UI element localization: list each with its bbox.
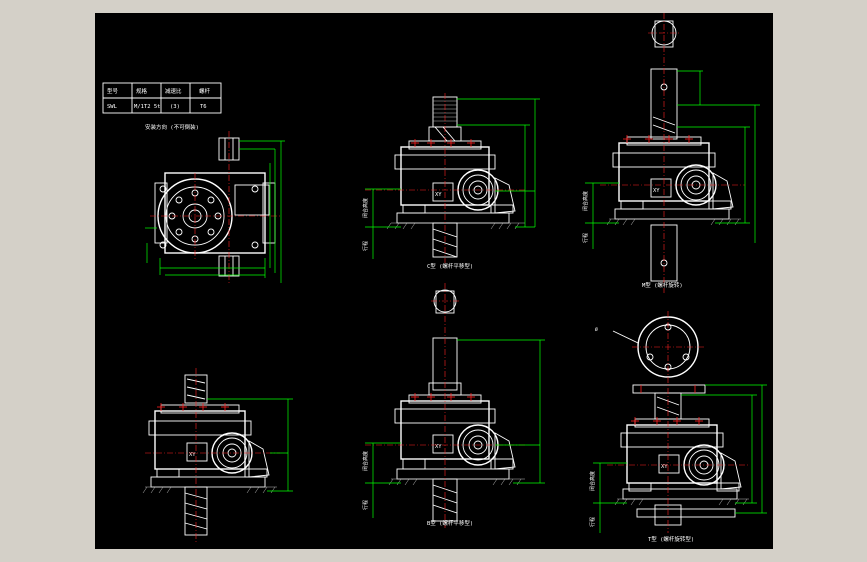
- table-header-3: 减速比: [165, 87, 182, 95]
- label-view-t-type: T型 (螺杆旋转型): [648, 535, 694, 543]
- view-t-type: Ø XY: [589, 311, 767, 533]
- view-c-type: XY: [362, 93, 540, 263]
- table-cell-2: M/1T2 5t: [134, 104, 161, 110]
- table-header-1: 型号: [107, 87, 119, 95]
- spec-table: 型号 规格 减速比 螺杆 SWL M/1T2 5t (3) T6: [102, 82, 222, 114]
- table-cell-3: (3): [170, 104, 180, 110]
- view-b-type: XY 闭合高度 行程: [362, 283, 545, 528]
- t-type-closed-height: 闭合高度: [589, 471, 596, 491]
- c-type-stroke: 行程: [362, 241, 369, 251]
- svg-text:XY: XY: [653, 188, 660, 194]
- t-type-stroke: 行程: [589, 517, 596, 527]
- svg-text:XY: XY: [661, 464, 668, 470]
- table-cell-4: T6: [200, 104, 207, 110]
- cad-drawing: 型号 规格 减速比 螺杆 SWL M/1T2 5t (3) T6 安装方向 (不…: [102, 13, 767, 543]
- svg-text:XY: XY: [435, 192, 442, 198]
- svg-text:XY: XY: [435, 444, 442, 450]
- view-side-screw: XY: [142, 368, 293, 543]
- label-view-m-type: M型 (螺杆旋转): [642, 281, 683, 289]
- drawing-sheet: 型号 规格 减速比 螺杆 SWL M/1T2 5t (3) T6 安装方向 (不…: [95, 13, 773, 549]
- svg-text:Ø: Ø: [595, 326, 598, 333]
- table-header-2: 规格: [136, 87, 148, 95]
- svg-text:XY: XY: [189, 452, 196, 458]
- label-view-b-type: B型 (螺杆平移型): [427, 519, 473, 527]
- c-type-closed-height: 闭合高度: [362, 198, 369, 218]
- b-type-closed-height: 闭合高度: [362, 451, 369, 471]
- label-view-c-type: C型 (螺杆平移型): [427, 262, 473, 270]
- table-header-4: 螺杆: [199, 87, 211, 95]
- view-front-flange: [145, 131, 285, 283]
- install-direction-label: 安装方向 (不可倒装): [145, 123, 199, 131]
- m-type-stroke: 行程: [582, 233, 589, 243]
- m-type-closed-height: 闭合高度: [582, 191, 589, 211]
- view-m-type: XY: [582, 13, 760, 293]
- b-type-stroke: 行程: [362, 500, 369, 510]
- table-cell-1: SWL: [107, 104, 118, 110]
